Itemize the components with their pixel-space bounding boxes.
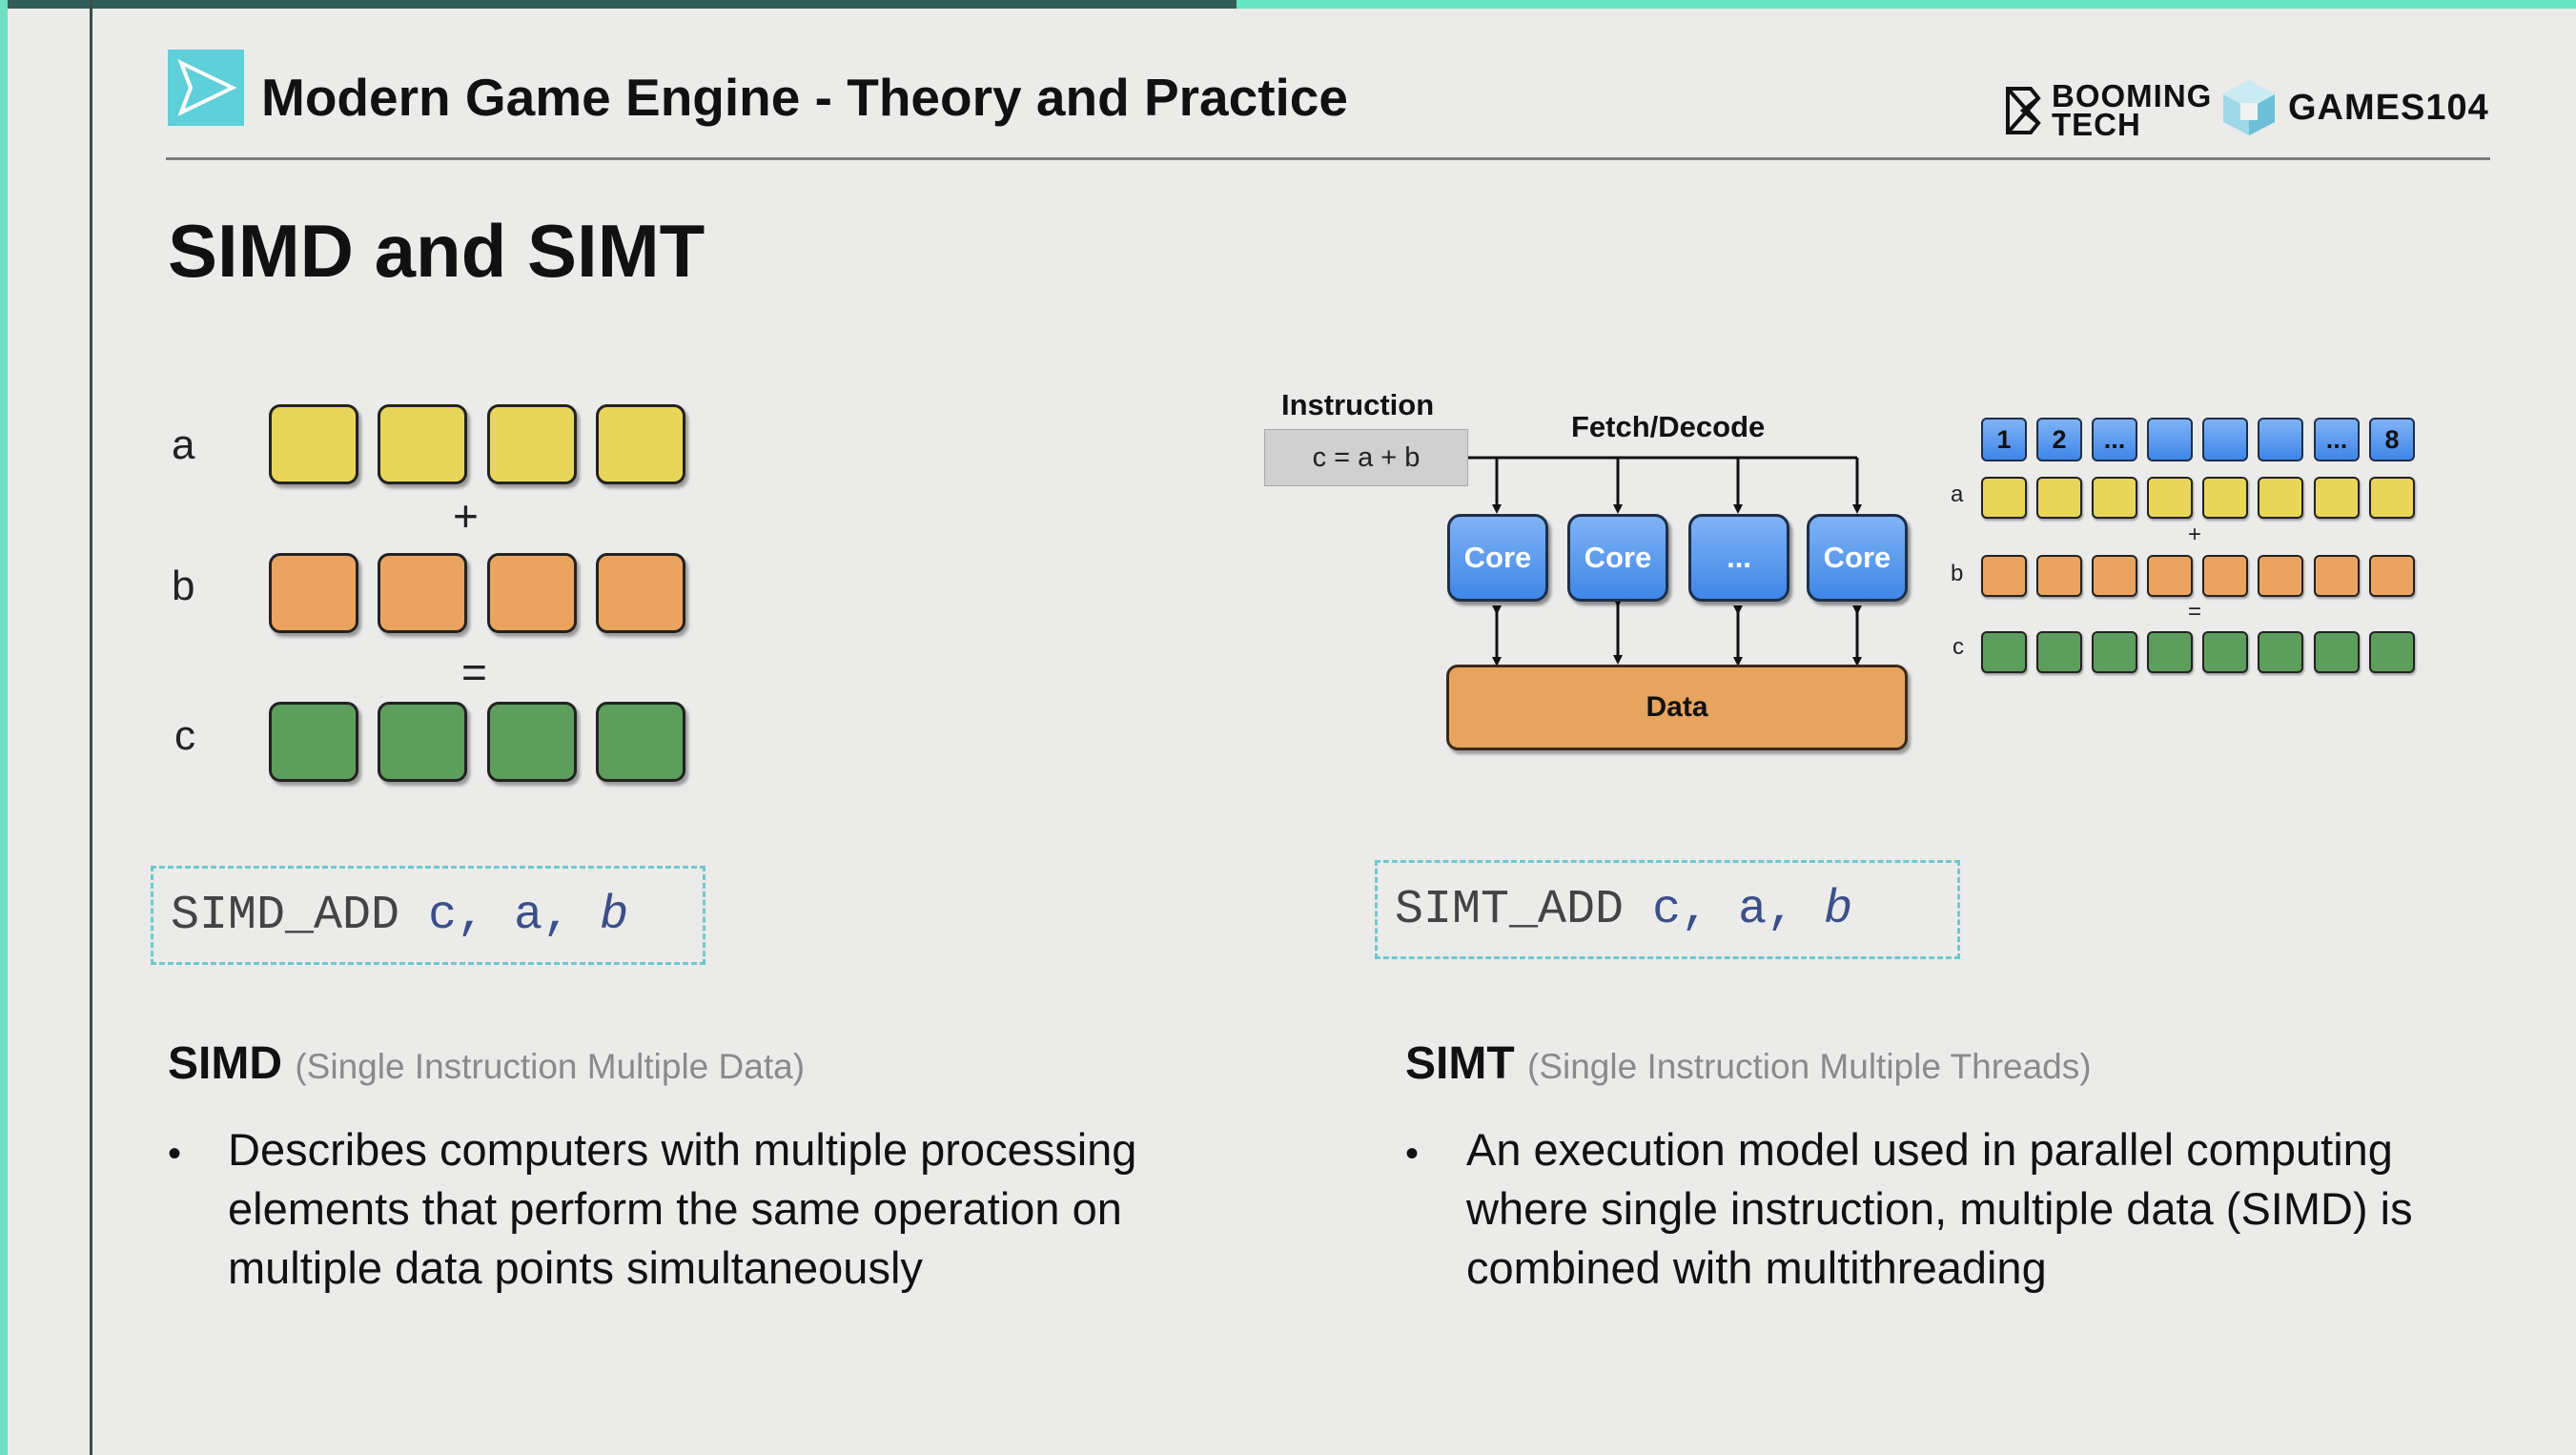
simd-cell-a-1 xyxy=(269,404,358,484)
simt-code-a: a, xyxy=(1738,883,1796,937)
core-box-2: Core xyxy=(1567,514,1668,602)
instruction-label: Instruction xyxy=(1281,388,1435,421)
simd-bullet-text: Describes computers with multiple proces… xyxy=(228,1124,1137,1293)
simd-cell-c-4 xyxy=(596,702,685,782)
simd-code-b: b xyxy=(600,889,629,943)
simt-cell-c-1 xyxy=(1981,631,2027,673)
thread-4 xyxy=(2147,418,2193,461)
data-box: Data xyxy=(1446,665,1908,750)
simd-expansion: (Single Instruction Multiple Data) xyxy=(295,1047,806,1086)
simt-cell-c-3 xyxy=(2092,631,2137,673)
simt-arrows xyxy=(1468,456,1862,666)
simt-cell-c-4 xyxy=(2147,631,2193,673)
thread-3: ... xyxy=(2092,418,2137,461)
simd-heading: SIMD (Single Instruction Multiple Data) xyxy=(168,1037,805,1090)
booming-tech-wordmark: BOOMING TECH xyxy=(2052,78,2213,142)
simt-cell-a-6 xyxy=(2258,477,2303,519)
simt-code-b: b xyxy=(1824,883,1853,937)
simt-cell-b-7 xyxy=(2314,555,2360,597)
slide-title: SIMD and SIMT xyxy=(168,209,705,293)
simt-code-op: SIMT_ADD xyxy=(1395,883,1625,937)
simd-label-b: b xyxy=(172,563,195,609)
fetch-decode-label: Fetch/Decode xyxy=(1571,410,1766,443)
left-divider xyxy=(90,0,92,1455)
header-rule xyxy=(166,157,2490,160)
simt-cell-b-1 xyxy=(1981,555,2027,597)
simt-cell-a-1 xyxy=(1981,477,2027,519)
games104-logo: GAMES104 xyxy=(2221,78,2489,137)
games104-wordmark: GAMES104 xyxy=(2288,87,2489,128)
thread-8: 8 xyxy=(2369,418,2415,461)
simd-label-c: c xyxy=(174,712,195,759)
simt-cell-b-5 xyxy=(2202,555,2248,597)
simd-cell-a-3 xyxy=(487,404,577,484)
simt-bullet-text: An execution model used in parallel comp… xyxy=(1466,1124,2413,1293)
simt-term: SIMT xyxy=(1405,1038,1515,1089)
simt-cell-b-8 xyxy=(2369,555,2415,597)
simt-cell-c-2 xyxy=(2036,631,2082,673)
simd-code-c: c, xyxy=(428,889,486,943)
simt-cell-a-2 xyxy=(2036,477,2082,519)
booming-tech-logo: BOOMING TECH xyxy=(2002,78,2213,142)
thread-1: 1 xyxy=(1981,418,2027,461)
simt-cell-a-8 xyxy=(2369,477,2415,519)
simd-cell-c-3 xyxy=(487,702,577,782)
simt-plus-sign: + xyxy=(2188,522,2202,547)
simt-cell-a-3 xyxy=(2092,477,2137,519)
simd-add-code: SIMD_ADD c, a, b xyxy=(151,866,705,965)
simt-heading: SIMT (Single Instruction Multiple Thread… xyxy=(1405,1037,2092,1090)
simt-label-b: b xyxy=(1951,561,1964,586)
simd-cell-b-1 xyxy=(269,553,358,633)
left-accent-rail xyxy=(0,0,8,1455)
course-title: Modern Game Engine - Theory and Practice xyxy=(261,68,1348,127)
video-progress-fill xyxy=(0,0,1237,9)
simt-cell-c-5 xyxy=(2202,631,2248,673)
games104-cube-icon xyxy=(2223,80,2275,135)
simd-cell-a-2 xyxy=(378,404,467,484)
instruction-expression: c = a + b xyxy=(1264,429,1468,486)
simt-cell-b-6 xyxy=(2258,555,2303,597)
simd-cell-c-1 xyxy=(269,702,358,782)
simt-code-c: c, xyxy=(1652,883,1710,937)
simt-cell-c-6 xyxy=(2258,631,2303,673)
simt-cell-b-4 xyxy=(2147,555,2193,597)
simd-term: SIMD xyxy=(168,1038,282,1089)
thread-6 xyxy=(2258,418,2303,461)
simt-cell-b-3 xyxy=(2092,555,2137,597)
thread-5 xyxy=(2202,418,2248,461)
simd-cell-c-2 xyxy=(378,702,467,782)
simd-cell-a-4 xyxy=(596,404,685,484)
simt-add-code: SIMT_ADD c, a, b xyxy=(1375,860,1960,959)
simd-plus-sign: + xyxy=(453,491,479,541)
simd-label-a: a xyxy=(172,421,195,468)
booming-tech-icon xyxy=(2006,87,2041,134)
core-box-ellipsis: ... xyxy=(1688,514,1789,602)
simd-cell-b-4 xyxy=(596,553,685,633)
course-logo-icon xyxy=(168,50,244,126)
simt-cell-b-2 xyxy=(2036,555,2082,597)
simt-label-a: a xyxy=(1951,482,1964,507)
simt-expansion: (Single Instruction Multiple Threads) xyxy=(1527,1047,2092,1086)
simd-cell-b-3 xyxy=(487,553,577,633)
simd-code-op: SIMD_ADD xyxy=(171,889,400,943)
thread-7: ... xyxy=(2314,418,2360,461)
simt-cell-a-4 xyxy=(2147,477,2193,519)
simt-cell-c-7 xyxy=(2314,631,2360,673)
simt-bullet-dot: • xyxy=(1405,1133,1420,1175)
simt-cell-c-8 xyxy=(2369,631,2415,673)
simd-code-a: a, xyxy=(514,889,572,943)
core-box-4: Core xyxy=(1807,514,1908,602)
simt-label-c: c xyxy=(1952,634,1964,660)
simd-bullet-dot: • xyxy=(168,1133,182,1175)
thread-2: 2 xyxy=(2036,418,2082,461)
simt-cell-a-5 xyxy=(2202,477,2248,519)
simd-equals-sign: = xyxy=(461,647,487,697)
simd-cell-b-2 xyxy=(378,553,467,633)
core-box-1: Core xyxy=(1447,514,1548,602)
video-progress-track[interactable] xyxy=(0,0,2576,9)
simt-cell-a-7 xyxy=(2314,477,2360,519)
simt-equals-sign: = xyxy=(2188,599,2202,625)
